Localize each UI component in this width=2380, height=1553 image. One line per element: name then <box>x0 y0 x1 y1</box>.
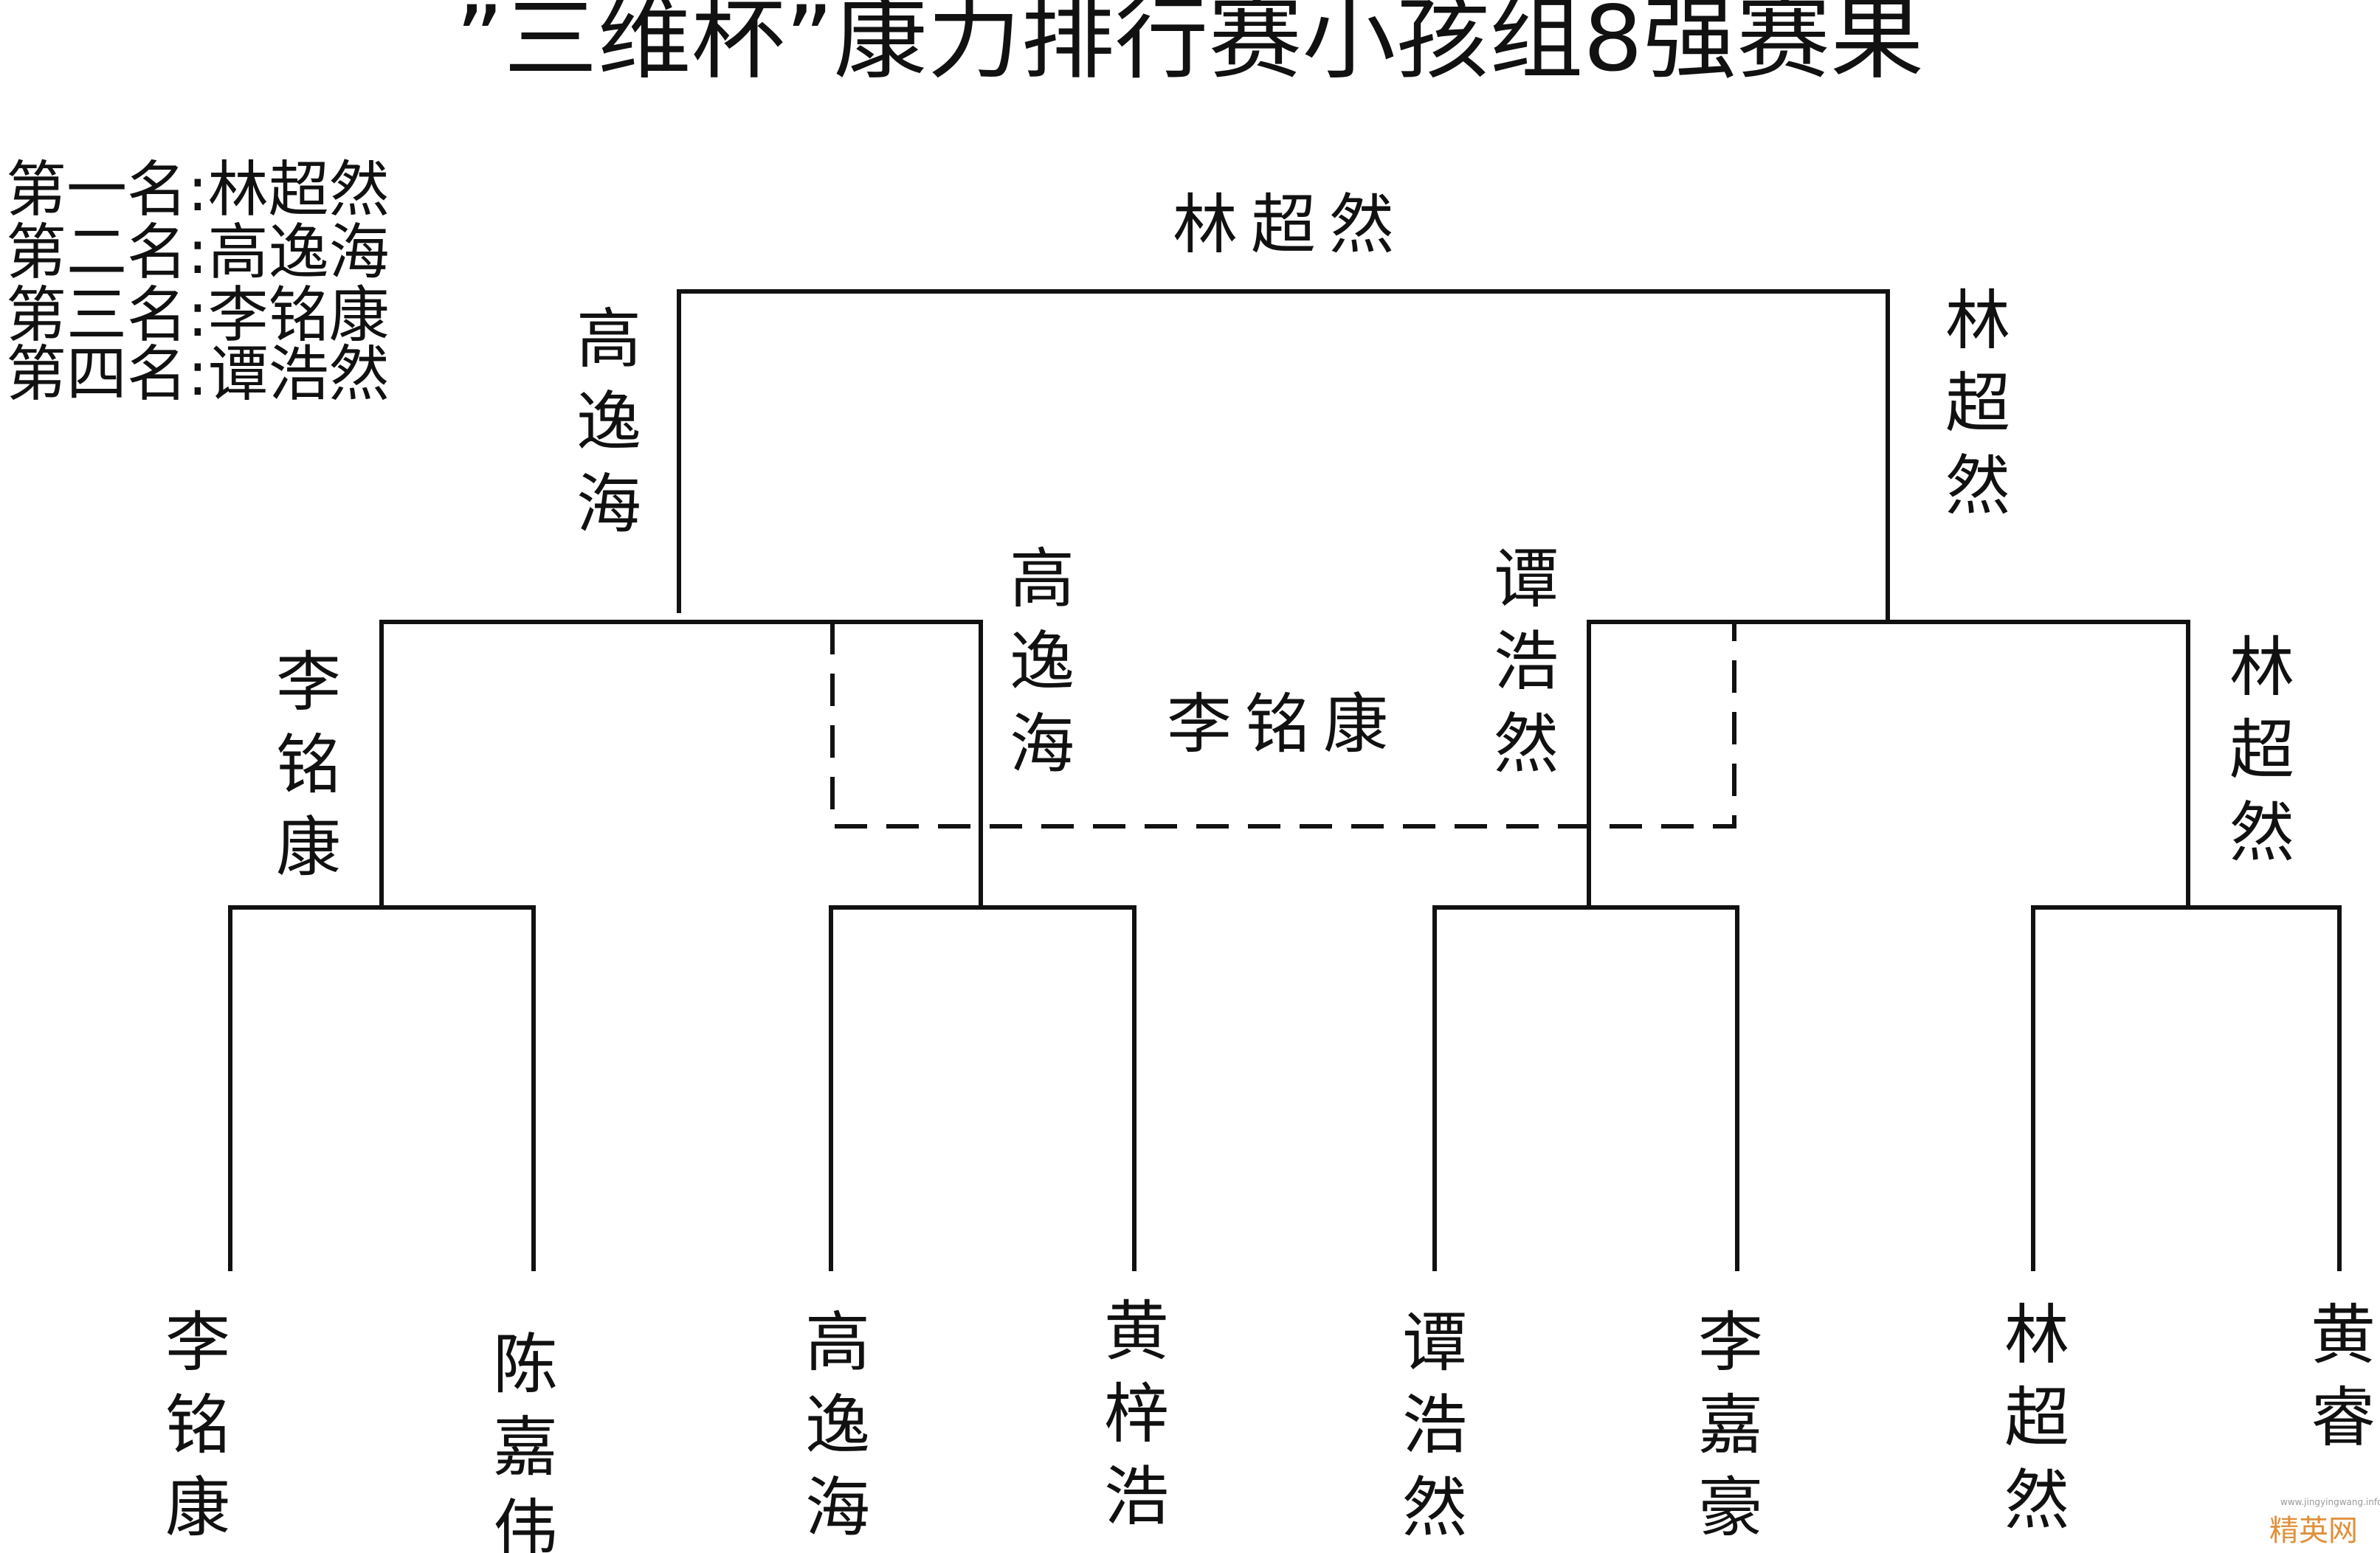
watermark: www.jingyingwang.info 精英网 <box>2269 1497 2380 1548</box>
watermark-url: www.jingyingwang.info <box>2280 1497 2380 1507</box>
rank-4: 第四名:谭浩然 <box>6 339 390 409</box>
match-line-qf4 <box>2031 905 2342 1271</box>
player-6-name: 李嘉豪 <box>1698 1304 1763 1546</box>
match-line-third-place <box>830 622 1736 829</box>
player-1-name: 李铭康 <box>165 1304 230 1546</box>
qf-winner-1: 李铭康 <box>276 644 341 885</box>
match-line-qf3 <box>1432 905 1739 1271</box>
match-line-sf2 <box>1587 620 2190 910</box>
rankings-list: 第一名:林超然 第二名:高逸海 第三名:李铭康 第四名:谭浩然 <box>6 155 390 409</box>
rank-3: 第三名:李铭康 <box>6 280 390 350</box>
champion-name: 林超然 <box>1173 187 1407 263</box>
player-4-name: 黄梓浩 <box>1104 1293 1169 1535</box>
qf-winner-3: 谭浩然 <box>1494 541 1559 782</box>
sf-winner-1: 高逸海 <box>576 301 641 542</box>
semifinal-winners: 高逸海 林超然 <box>576 283 2010 542</box>
match-line-qf2 <box>829 905 1136 1271</box>
match-line-qf1 <box>228 905 536 1271</box>
bracket-lines <box>228 289 2342 1271</box>
player-3-name: 高逸海 <box>805 1304 870 1546</box>
sf-winner-2: 林超然 <box>1945 283 2010 524</box>
rank-2: 第二名:高逸海 <box>6 218 390 288</box>
qf-winner-2: 高逸海 <box>1010 541 1075 782</box>
page-title: ”三维杯”康力排行赛小孩组8强赛果 <box>455 0 1924 91</box>
player-5-name: 谭浩然 <box>1402 1304 1467 1546</box>
quarterfinal-winners: 李铭康 高逸海 谭浩然 林超然 <box>276 541 2294 885</box>
player-2-name: 陈嘉伟 <box>493 1327 558 1553</box>
watermark-brand: 精英网 <box>2269 1514 2358 1548</box>
match-line-sf1 <box>379 620 983 910</box>
qf-winner-4: 林超然 <box>2229 629 2294 871</box>
third-place-winner: 李铭康 <box>1167 686 1401 762</box>
player-8-name: 黄睿 <box>2311 1297 2376 1456</box>
player-7-name: 林超然 <box>2004 1297 2069 1538</box>
match-line-final <box>677 289 1890 620</box>
players-row: 李铭康 陈嘉伟 高逸海 黄梓浩 谭浩然 李嘉豪 林超然 黄睿 <box>165 1293 2376 1553</box>
rank-1: 第一名:林超然 <box>6 155 390 225</box>
